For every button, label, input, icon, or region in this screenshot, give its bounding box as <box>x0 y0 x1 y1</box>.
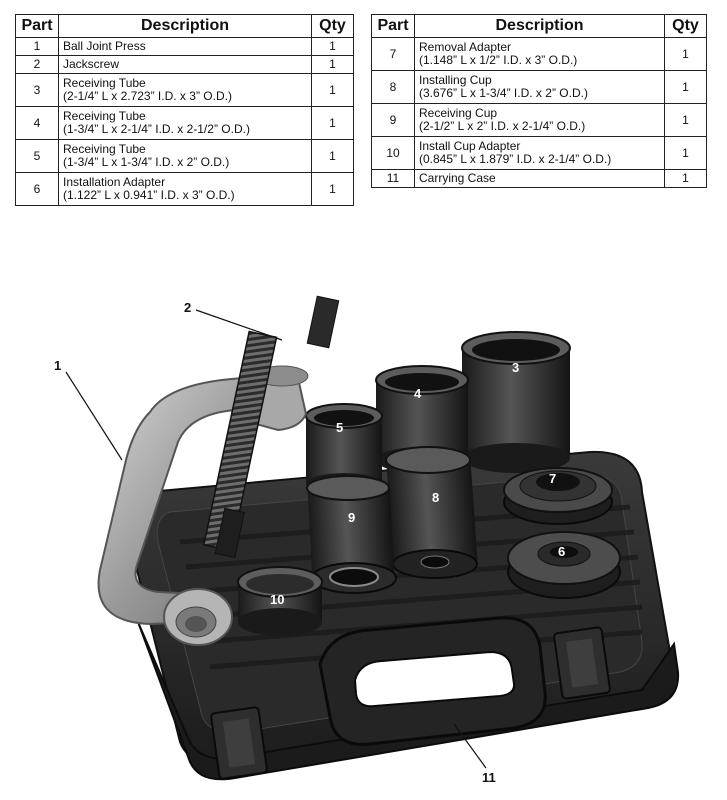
description-line: Receiving Cup <box>419 106 498 120</box>
header-part: Part <box>371 14 415 38</box>
install-cup-adapter-10 <box>237 566 323 636</box>
part-qty: 1 <box>311 139 354 173</box>
part-qty: 1 <box>664 70 707 104</box>
callout-4: 4 <box>414 386 422 401</box>
table-row: 2 Jackscrew 1 <box>15 55 354 74</box>
callout-10: 10 <box>270 592 284 607</box>
part-qty: 1 <box>664 103 707 137</box>
header-description: Description <box>58 14 312 38</box>
table-row: 4 Receiving Tube (1-3/4” L x 2-1/4” I.D.… <box>15 106 354 140</box>
part-qty: 1 <box>664 169 707 188</box>
part-number: 8 <box>371 70 415 104</box>
part-number: 9 <box>371 103 415 137</box>
description-line: Installing Cup <box>419 73 492 87</box>
part-description: Removal Adapter (1.148” L x 1/2” I.D. x … <box>414 37 665 71</box>
part-qty: 1 <box>311 73 354 107</box>
callout-6: 6 <box>558 544 565 559</box>
part-qty: 1 <box>311 55 354 74</box>
header-description: Description <box>414 14 665 38</box>
part-number: 11 <box>371 169 415 188</box>
table-row: 5 Receiving Tube (1-3/4” L x 1-3/4” I.D.… <box>15 139 354 173</box>
part-description: Jackscrew <box>58 55 312 74</box>
description-line: Removal Adapter <box>419 40 512 54</box>
header-qty: Qty <box>311 14 354 38</box>
callout-2: 2 <box>184 300 191 315</box>
part-qty: 1 <box>311 37 354 56</box>
part-description: Receiving Tube (1-3/4” L x 2-1/4” I.D. x… <box>58 106 312 140</box>
callout-labels: 1 2 3 4 5 6 7 8 9 10 11 <box>54 300 565 785</box>
removal-adapter-7 <box>503 467 613 525</box>
callout-9: 9 <box>348 510 355 525</box>
table-row: 9 Receiving Cup (2-1/2” L x 2” I.D. x 2-… <box>371 103 707 137</box>
part-number: 6 <box>15 172 59 206</box>
description-line: Installation Adapter <box>63 175 166 189</box>
description-line: Ball Joint Press <box>63 39 146 53</box>
part-description: Install Cup Adapter (0.845” L x 1.879” I… <box>414 136 665 170</box>
part-description: Receiving Tube (2-1/4” L x 2.723” I.D. x… <box>58 73 312 107</box>
table-row: 3 Receiving Tube (2-1/4” L x 2.723” I.D.… <box>15 73 354 107</box>
jackscrew-2 <box>202 295 340 559</box>
part-description: Receiving Cup (2-1/2” L x 2” I.D. x 2-1/… <box>414 103 665 137</box>
part-description: Installation Adapter (1.122” L x 0.941” … <box>58 172 312 206</box>
part-description: Installing Cup (3.676” L x 1-3/4” I.D. x… <box>414 70 665 104</box>
part-number: 1 <box>15 37 59 56</box>
description-line: Receiving Tube <box>63 76 146 90</box>
part-description: Ball Joint Press <box>58 37 312 56</box>
table-header-row: Part Description Qty <box>371 14 707 38</box>
part-number: 7 <box>371 37 415 71</box>
callout-11: 11 <box>482 770 496 785</box>
part-number: 2 <box>15 55 59 74</box>
table-header-row: Part Description Qty <box>15 14 354 38</box>
description-line: Install Cup Adapter <box>419 139 521 153</box>
description-dimensions: (1-3/4” L x 2-1/4” I.D. x 2-1/2” O.D.) <box>63 122 250 136</box>
ball-joint-press-1 <box>97 365 309 646</box>
table-row: 8 Installing Cup (3.676” L x 1-3/4” I.D.… <box>371 70 707 104</box>
part-number: 5 <box>15 139 59 173</box>
part-qty: 1 <box>311 106 354 140</box>
ball-joint-kit-illustration: 1 2 3 4 5 6 7 8 9 10 11 <box>54 295 680 785</box>
part-qty: 1 <box>664 37 707 71</box>
callout-8: 8 <box>432 490 439 505</box>
table-row: 10 Install Cup Adapter (0.845” L x 1.879… <box>371 136 707 170</box>
part-number: 3 <box>15 73 59 107</box>
callout-leaders <box>65 309 487 769</box>
part-description: Receiving Tube (1-3/4” L x 1-3/4” I.D. x… <box>58 139 312 173</box>
description-dimensions: (1.148” L x 1/2” I.D. x 3” O.D.) <box>419 53 578 67</box>
table-row: 7 Removal Adapter (1.148” L x 1/2” I.D. … <box>371 37 707 71</box>
header-part: Part <box>15 14 59 38</box>
description-dimensions: (1.122” L x 0.941” I.D. x 3” O.D.) <box>63 188 235 202</box>
parts-table-left: Part Description Qty 1 Ball Joint Press … <box>15 14 354 206</box>
installation-adapter-6 <box>507 531 621 599</box>
description-line: Carrying Case <box>419 171 496 185</box>
description-line: Receiving Tube <box>63 109 146 123</box>
table-row: 6 Installation Adapter (1.122” L x 0.941… <box>15 172 354 206</box>
callout-1: 1 <box>54 358 61 373</box>
part-number: 4 <box>15 106 59 140</box>
part-number: 10 <box>371 136 415 170</box>
receiving-cup-9 <box>306 475 397 594</box>
description-line: Receiving Tube <box>63 142 146 156</box>
installing-cup-8 <box>385 446 478 579</box>
part-description: Carrying Case <box>414 169 665 188</box>
callout-5: 5 <box>336 420 343 435</box>
description-dimensions: (0.845” L x 1.879” I.D. x 2-1/4” O.D.) <box>419 152 612 166</box>
description-dimensions: (1-3/4” L x 1-3/4” I.D. x 2” O.D.) <box>63 155 230 169</box>
description-dimensions: (3.676” L x 1-3/4” I.D. x 2” O.D.) <box>419 86 588 100</box>
parts-table-right: Part Description Qty 7 Removal Adapter (… <box>371 14 707 188</box>
description-dimensions: (2-1/4” L x 2.723” I.D. x 3” O.D.) <box>63 89 232 103</box>
callout-3: 3 <box>512 360 519 375</box>
callout-7: 7 <box>549 471 556 486</box>
part-qty: 1 <box>664 136 707 170</box>
receiving-tube-3 <box>461 331 571 473</box>
description-line: Jackscrew <box>63 57 120 71</box>
carrying-case <box>128 450 680 781</box>
description-dimensions: (2-1/2” L x 2” I.D. x 2-1/4” O.D.) <box>419 119 586 133</box>
table-row: 1 Ball Joint Press 1 <box>15 37 354 56</box>
table-row: 11 Carrying Case 1 <box>371 169 707 188</box>
part-qty: 1 <box>311 172 354 206</box>
header-qty: Qty <box>664 14 707 38</box>
